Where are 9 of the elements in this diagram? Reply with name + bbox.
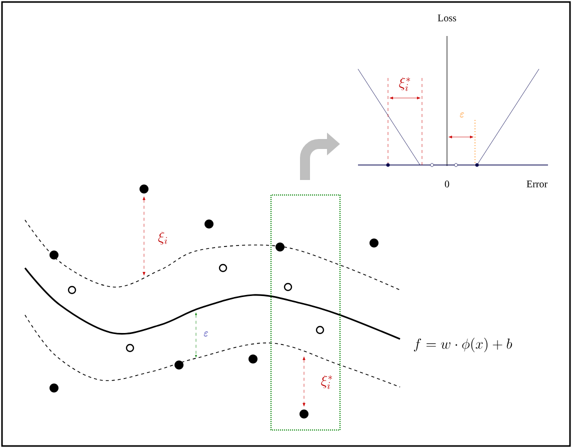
- formula: $f = w\cdot\phi(x)+b$: [414, 338, 512, 352]
- math-label: $\xi_i^{*}$: [321, 375, 332, 389]
- axis-label: 0: [444, 180, 450, 188]
- math-label: $\xi_i$: [158, 232, 168, 245]
- math-label: $\xi_i^{*}$: [399, 77, 410, 91]
- math-label: $\varepsilon$: [460, 112, 464, 118]
- axis-label: Loss: [438, 14, 456, 22]
- axis-label: Error: [526, 180, 548, 188]
- math-label: $\varepsilon$: [204, 332, 208, 336]
